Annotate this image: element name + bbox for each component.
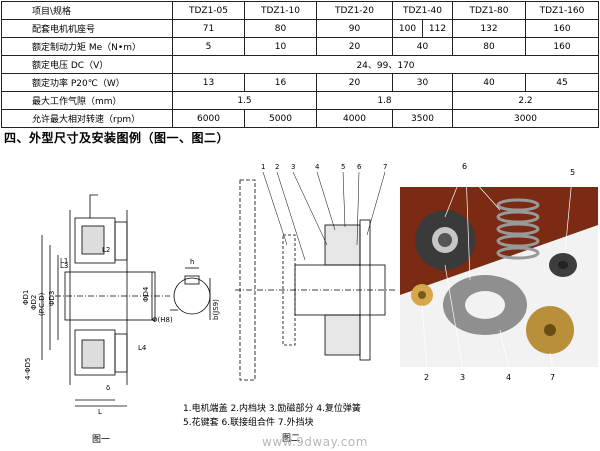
table-cell-split: 100 112 [392, 19, 453, 38]
table-cell: 5 [172, 37, 245, 56]
table-cell: 40 [392, 37, 453, 56]
table-header-row: 项目\规格 TDZ1-05 TDZ1-10 TDZ1-20 TDZ1-40 TD… [1, 1, 599, 20]
table-cell: 40 [452, 73, 526, 92]
figure-1-caption: 图一 [92, 435, 111, 445]
excitation-part [415, 210, 475, 270]
header-model: TDZ1-05 [172, 1, 245, 20]
callout-label: 5 [570, 168, 575, 177]
table-cell: 71 [172, 19, 245, 38]
callout-label: 4 [315, 163, 320, 171]
row-label: 最大工作气隙（mm） [1, 91, 173, 110]
dim-d1: ΦD1 [22, 290, 30, 305]
dim-d3: ΦD3 [48, 291, 56, 306]
callout-label: 6 [462, 162, 467, 171]
callout-label: 7 [383, 163, 387, 171]
dim-l3: L3 [60, 262, 68, 270]
table-row: 允许最大相对转速（rpm） 6000 5000 4000 3500 3000 [1, 109, 599, 128]
table-cell: 90 [316, 19, 393, 38]
table-cell: 3000 [452, 109, 599, 128]
table-cell: 80 [452, 37, 526, 56]
callout-label: 1 [261, 163, 265, 171]
outer-block [526, 306, 574, 354]
header-label: 项目\规格 [1, 1, 173, 20]
table-row: 配套电机机座号 71 80 90 100 112 132 160 [1, 19, 599, 38]
table-cell: 5000 [244, 109, 317, 128]
component-photo: 6 5 2 3 4 7 [400, 162, 598, 382]
table-cell: 2.2 [452, 91, 599, 110]
figure-1-dimension-drawing: ΦD1 ΦD2 (P.C.D) ΦD3 ΦD4 4-ΦD5 Φ(H8) b(JS… [22, 194, 220, 416]
header-model: TDZ1-20 [316, 1, 393, 20]
table-cell: 10 [244, 37, 317, 56]
dim-l4: L4 [138, 344, 147, 352]
parts-legend: 1.电机端盖 2.内档块 3.励磁部分 4.复位弹簧 5.花键套 6.联接组合件… [183, 402, 361, 430]
dim-pcd: (P.C.D) [38, 292, 46, 316]
table-cell: 4000 [316, 109, 393, 128]
table-cell: 160 [525, 37, 599, 56]
dim-bolt: 4-ΦD5 [24, 358, 32, 380]
callout-label: 2 [424, 373, 429, 382]
dim-h8: Φ(H8) [152, 316, 173, 324]
header-model: TDZ1-160 [525, 1, 599, 20]
row-label: 额定功率 P20℃（W） [1, 73, 173, 92]
table-cell: 80 [244, 19, 317, 38]
table-row: 最大工作气隙（mm） 1.5 1.8 2.2 [1, 91, 599, 110]
table-cell: 160 [525, 19, 599, 38]
callout-label: 5 [341, 163, 345, 171]
table-cell: 13 [172, 73, 245, 92]
section-heading: 四、外型尺寸及安装图例（图一、图二） [4, 131, 230, 145]
table-cell: 100 [398, 23, 417, 34]
dim-d2: ΦD2 [30, 295, 38, 310]
row-label: 额定制动力矩 Me（N•m） [1, 37, 173, 56]
table-cell: 20 [316, 73, 393, 92]
callout-label: 3 [460, 373, 465, 382]
table-cell: 1.8 [316, 91, 453, 110]
row-label: 额定电压 DC（V） [1, 55, 173, 74]
dim-b: b(JS9) [212, 299, 220, 320]
watermark: www.9dway.com [262, 435, 368, 449]
table-cell: 132 [452, 19, 526, 38]
table-cell: 112 [422, 20, 452, 37]
header-model: TDZ1-80 [452, 1, 526, 20]
spec-table: 项目\规格 TDZ1-05 TDZ1-10 TDZ1-20 TDZ1-40 TD… [1, 1, 599, 128]
return-spring [496, 198, 540, 260]
figure-2-assembly-drawing: 1 2 3 4 5 6 7 [235, 163, 395, 381]
callout-label: 7 [550, 373, 555, 382]
callout-label: 6 [357, 163, 362, 171]
dim-delta: δ [106, 384, 110, 392]
table-row: 额定制动力矩 Me（N•m） 5 10 20 40 80 160 [1, 37, 599, 56]
row-label: 配套电机机座号 [1, 19, 173, 38]
dim-d4: ΦD4 [142, 286, 150, 302]
legend-line: 5.花键套 6.联接组合件 7.外挡块 [183, 418, 314, 428]
table-cell: 45 [525, 73, 599, 92]
table-cell: 1.5 [172, 91, 317, 110]
callout-label: 2 [275, 163, 279, 171]
callout-label: 4 [506, 373, 511, 382]
connection-assembly [443, 275, 527, 335]
figure-2-caption: 图二 [282, 434, 301, 444]
legend-line: 1.电机端盖 2.内档块 3.励磁部分 4.复位弹簧 [183, 404, 361, 414]
table-cell: 20 [316, 37, 393, 56]
header-model: TDZ1-40 [392, 1, 453, 20]
row-label: 允许最大相对转速（rpm） [1, 109, 173, 128]
dim-l1: L1 [60, 257, 68, 265]
inner-block [411, 284, 433, 306]
table-cell: 24、99、170 [172, 55, 599, 74]
table-cell: 30 [392, 73, 453, 92]
dim-h: h [190, 258, 194, 266]
header-model: TDZ1-10 [244, 1, 317, 20]
table-row: 额定功率 P20℃（W） 13 16 20 30 40 45 [1, 73, 599, 92]
dim-l: L [98, 408, 102, 416]
table-cell: 16 [244, 73, 317, 92]
table-row: 额定电压 DC（V） 24、99、170 [1, 55, 599, 74]
dim-l2: L2 [102, 246, 110, 254]
spline-sleeve [549, 253, 577, 277]
table-cell: 3500 [392, 109, 453, 128]
callout-label: 3 [291, 163, 295, 171]
table-cell: 6000 [172, 109, 245, 128]
